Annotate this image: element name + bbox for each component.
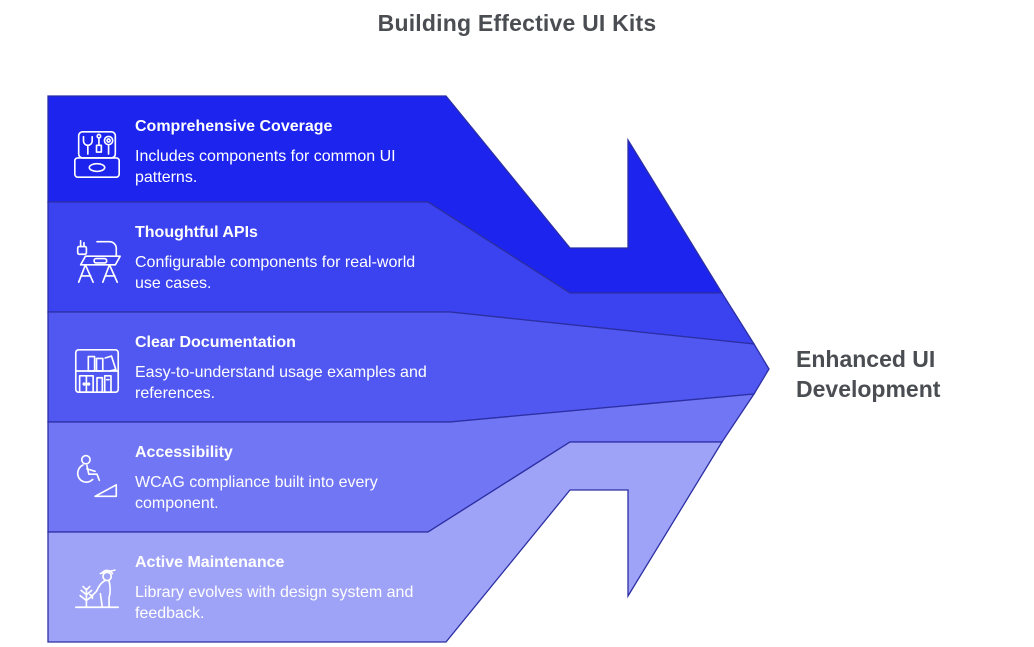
gardener-icon: [74, 569, 120, 609]
band-title: Thoughtful APIs: [135, 224, 258, 241]
bookshelf-icon: [74, 348, 120, 394]
workbench-icon: [76, 239, 121, 284]
band-5-text: Active Maintenance Library evolves with …: [135, 553, 435, 624]
toolbox-icon: [74, 131, 120, 178]
band-description: WCAG compliance built into every compone…: [135, 474, 378, 512]
band-description: Easy-to-understand usage examples and re…: [135, 364, 427, 402]
result-label: Enhanced UI Development: [796, 346, 941, 402]
band-3-text: Clear Documentation Easy-to-understand u…: [135, 333, 435, 404]
band-description: Library evolves with design system and f…: [135, 584, 414, 622]
funnel-band-5-shape: [47, 441, 724, 643]
band-title: Accessibility: [135, 444, 233, 461]
band-description: Configurable components for real-world u…: [135, 254, 416, 292]
band-title: Active Maintenance: [135, 554, 285, 571]
band-2-text: Thoughtful APIs Configurable components …: [135, 223, 435, 294]
band-title: Comprehensive Coverage: [135, 118, 333, 135]
band-1-text: Comprehensive Coverage Includes componen…: [135, 117, 435, 188]
band-4-text: Accessibility WCAG compliance built into…: [135, 443, 435, 514]
wheelchair-ramp-icon: [76, 454, 118, 498]
band-title: Clear Documentation: [135, 334, 296, 351]
band-description: Includes components for common UI patter…: [135, 148, 396, 186]
page-title: Building Effective UI Kits: [377, 10, 657, 36]
